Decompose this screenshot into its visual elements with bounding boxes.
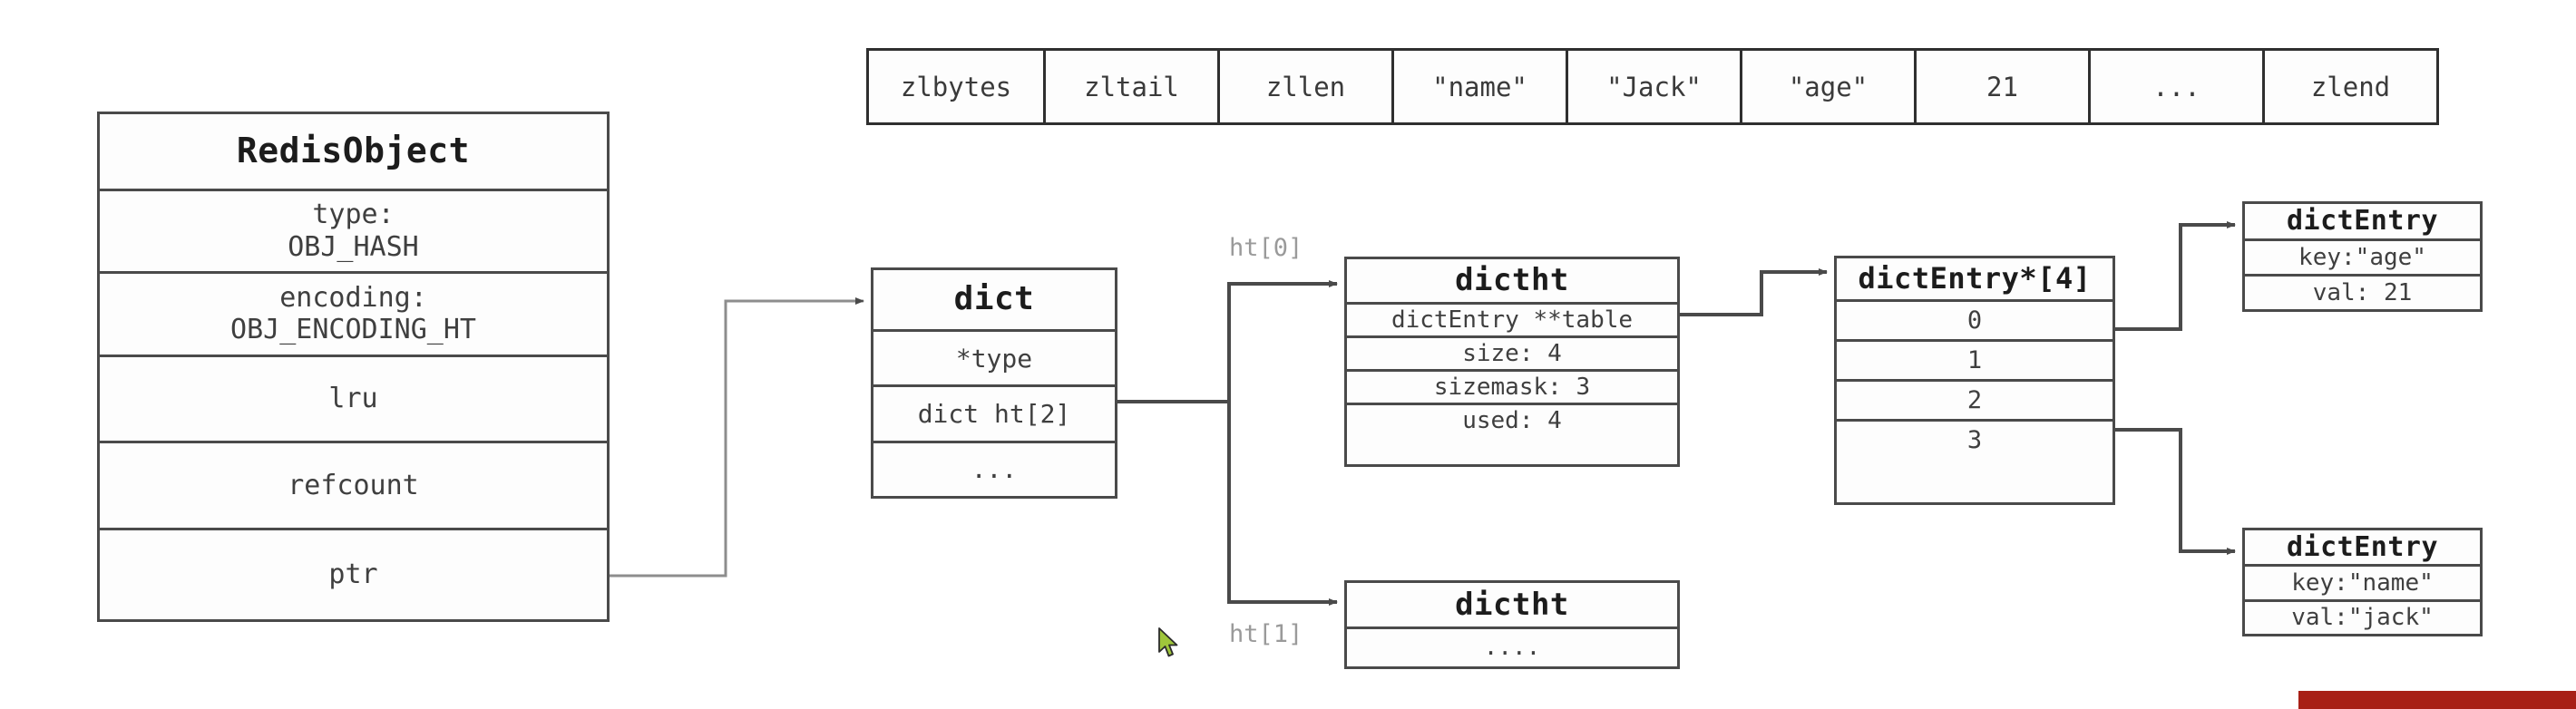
redisobject-field-encoding: encoding: OBJ_ENCODING_HT	[100, 271, 607, 354]
dictentry-age-struct: dictEntry key:"age" val: 21	[2242, 201, 2483, 312]
ziplist-cell-zllen: zllen	[1217, 51, 1391, 122]
ziplist-cell-name: "name"	[1391, 51, 1566, 122]
dictentry-table-slot-3: 3	[1837, 419, 2113, 459]
dictht1-title: dictht	[1455, 586, 1569, 623]
dictht0-field-table: dictEntry **table	[1347, 302, 1677, 335]
dictentry-age-val: val: 21	[2245, 273, 2480, 309]
dictht0-field-sizemask: sizemask: 3	[1347, 369, 1677, 403]
dictentry-table-struct: dictEntry*[4] 0 1 2 3	[1834, 256, 2115, 505]
dictentry-table-slot-0: 0	[1837, 299, 2113, 339]
ziplist-cell-jack: "Jack"	[1566, 51, 1740, 122]
ziplist-strip: zlbytes zltail zllen "name" "Jack" "age"…	[866, 48, 2439, 125]
redisobject-field-refcount: refcount	[100, 441, 607, 527]
redisobject-field-lru: lru	[100, 354, 607, 441]
ziplist-cell-zltail: zltail	[1043, 51, 1217, 122]
dict-field-ht: dict ht[2]	[873, 384, 1115, 440]
dictentry-name-val: val:"jack"	[2245, 598, 2480, 634]
connector-table-to-entries	[1680, 268, 1828, 316]
dict-title: dict	[953, 280, 1035, 318]
dictht0-field-size: size: 4	[1347, 335, 1677, 369]
ziplist-cell-21: 21	[1914, 51, 2088, 122]
ziplist-cell-age: "age"	[1740, 51, 1914, 122]
dictht1-field-ellipsis: ....	[1347, 626, 1677, 666]
label-ht0: ht[0]	[1229, 234, 1303, 262]
ziplist-cell-ellipsis: ...	[2088, 51, 2262, 122]
dictentry-name-struct: dictEntry key:"name" val:"jack"	[2242, 528, 2483, 636]
dictht0-title: dictht	[1455, 262, 1569, 299]
dictentry-age-title: dictEntry	[2286, 205, 2439, 238]
dictentry-age-key: key:"age"	[2245, 238, 2480, 274]
dictentry-table-title: dictEntry*[4]	[1858, 260, 2092, 296]
arrow-pointer-icon	[1158, 627, 1178, 657]
dict-field-ellipsis: ...	[873, 440, 1115, 496]
redisobject-title: RedisObject	[236, 131, 471, 171]
dict-struct: dict *type dict ht[2] ...	[871, 267, 1117, 499]
dictentry-name-title: dictEntry	[2286, 530, 2439, 563]
ziplist-cell-zlend: zlend	[2262, 51, 2436, 122]
redisobject-struct: RedisObject type: OBJ_HASH encoding: OBJ…	[97, 112, 610, 622]
dictentry-table-slot-1: 1	[1837, 339, 2113, 379]
redisobject-field-ptr: ptr	[100, 527, 607, 619]
connector-slot2-to-dictentry-name	[2115, 428, 2236, 555]
ziplist-cell-zlbytes: zlbytes	[900, 71, 1012, 102]
dictentry-table-slot-2: 2	[1837, 379, 2113, 419]
dict-field-type: *type	[873, 329, 1115, 384]
dictentry-name-key: key:"name"	[2245, 564, 2480, 598]
bottom-red-banner	[2298, 691, 2576, 709]
dictht0-struct: dictht dictEntry **table size: 4 sizemas…	[1344, 257, 1680, 467]
connector-ht0	[1227, 280, 1338, 402]
connector-ptr-to-dict	[610, 297, 864, 578]
dictht1-struct: dictht ....	[1344, 580, 1680, 669]
connector-slot0-to-dictentry-age	[2115, 221, 2236, 331]
connector-ht1	[1227, 402, 1338, 606]
redisobject-field-type: type: OBJ_HASH	[100, 188, 607, 272]
dictht0-field-used: used: 4	[1347, 403, 1677, 436]
label-ht1: ht[1]	[1229, 620, 1303, 648]
